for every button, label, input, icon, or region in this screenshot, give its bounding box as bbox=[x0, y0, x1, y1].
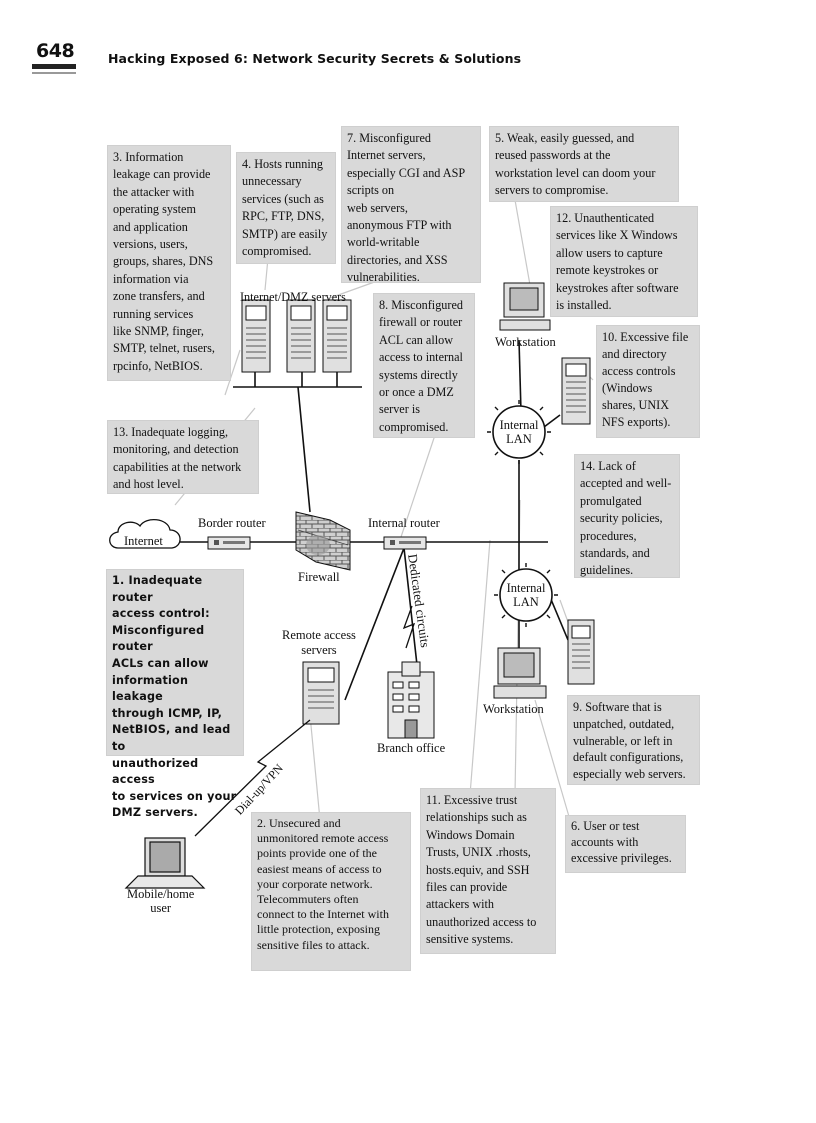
dmz-servers-label: Internet/DMZ servers bbox=[240, 290, 346, 305]
dmz-server-icons bbox=[242, 300, 351, 372]
workstation-top-label: Workstation bbox=[495, 335, 556, 350]
note-1-router-access-control: 1. Inadequate router access control: Mis… bbox=[106, 569, 244, 756]
branch-office-icon bbox=[388, 662, 434, 738]
firewall-icon bbox=[296, 512, 350, 570]
internal-lan-top-label: Internal LAN bbox=[496, 418, 542, 446]
note-12-unauthenticated-services: 12. Unauthenticated services like X Wind… bbox=[550, 206, 698, 317]
workstation-bottom-label: Workstation bbox=[483, 702, 544, 717]
firewall-label: Firewall bbox=[298, 570, 340, 585]
note-14-security-policies: 14. Lack of accepted and well- promulgat… bbox=[574, 454, 680, 578]
remote-access-server-icon bbox=[303, 662, 339, 724]
internal-router-label: Internal router bbox=[368, 516, 440, 531]
internal-router-icon bbox=[384, 537, 426, 549]
internal-lan-bottom-label: Internal LAN bbox=[503, 581, 549, 609]
mobile-home-user-label: Mobile/home user bbox=[127, 887, 194, 915]
file-server-icon bbox=[562, 358, 590, 424]
note-6-excessive-privileges: 6. User or test accounts with excessive … bbox=[565, 815, 686, 873]
note-4-unnecessary-services: 4. Hosts running unnecessary services (s… bbox=[236, 152, 336, 264]
internet-label: Internet bbox=[124, 534, 163, 549]
note-13-inadequate-logging: 13. Inadequate logging, monitoring, and … bbox=[107, 420, 259, 494]
note-10-excessive-access-controls: 10. Excessive file and directory access … bbox=[596, 325, 700, 438]
web-server-icon bbox=[568, 620, 594, 684]
note-11-excessive-trust: 11. Excessive trust relationships such a… bbox=[420, 788, 556, 954]
remote-access-servers-label: Remote access servers bbox=[282, 628, 356, 658]
border-router-label: Border router bbox=[198, 516, 266, 531]
note-7-misconfigured-internet-servers: 7. Misconfigured Internet servers, espec… bbox=[341, 126, 481, 283]
laptop-icon bbox=[126, 838, 204, 888]
note-2-remote-access: 2. Unsecured and unmonitored remote acce… bbox=[251, 812, 411, 971]
workstation-bottom-icon bbox=[494, 648, 546, 698]
note-5-weak-passwords: 5. Weak, easily guessed, and reused pass… bbox=[489, 126, 679, 202]
note-9-unpatched-software: 9. Software that is unpatched, outdated,… bbox=[567, 695, 700, 785]
note-8-misconfigured-firewall: 8. Misconfigured firewall or router ACL … bbox=[373, 293, 475, 438]
note-3-information-leakage: 3. Information leakage can provide the a… bbox=[107, 145, 231, 381]
branch-office-label: Branch office bbox=[377, 741, 445, 756]
border-router-icon bbox=[208, 537, 250, 549]
workstation-top-icon bbox=[500, 283, 550, 330]
